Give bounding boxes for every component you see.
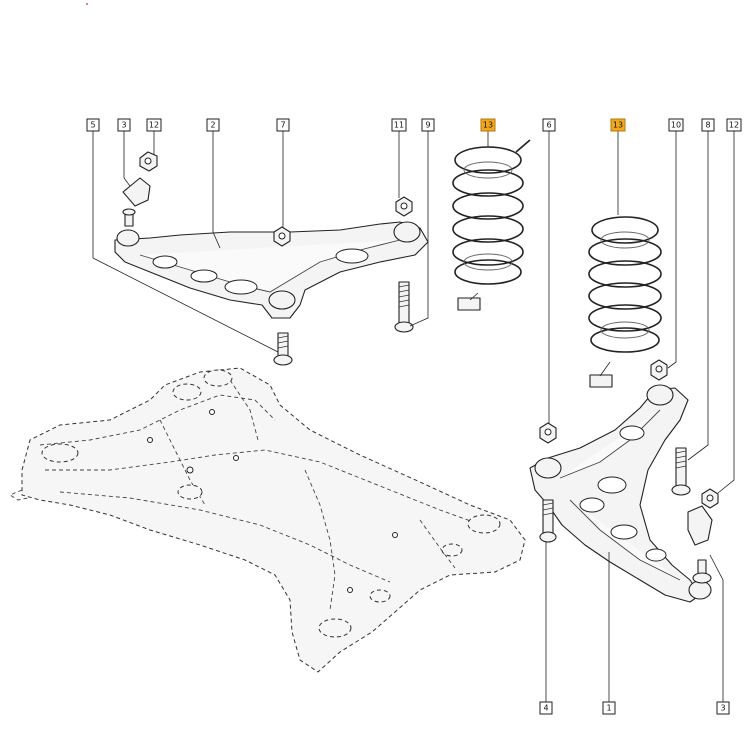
nut-right-wishbone-front xyxy=(539,422,557,444)
callout-label: 10 xyxy=(671,121,681,130)
callout-1: 1 xyxy=(602,701,616,715)
nut-right-top xyxy=(395,196,413,217)
bolt-right-front xyxy=(539,499,557,543)
bolt-left xyxy=(273,332,293,366)
callout-6: 6 xyxy=(542,118,556,132)
callout-label: 9 xyxy=(425,121,430,130)
callout-13-left: 13 xyxy=(480,118,496,132)
left-wishbone xyxy=(114,221,429,319)
callout-label: 7 xyxy=(280,121,285,130)
callout-label: 5 xyxy=(90,121,95,130)
callout-12-top-left: 12 xyxy=(146,118,162,132)
callout-5: 5 xyxy=(86,118,100,132)
callout-13-right: 13 xyxy=(610,118,626,132)
callout-label: 12 xyxy=(729,121,739,130)
callout-label: 13 xyxy=(483,121,493,130)
nut-right-wishbone-rear xyxy=(650,359,668,381)
subframe xyxy=(9,367,526,673)
callout-label: 11 xyxy=(394,121,404,130)
red-dot-mark xyxy=(86,3,88,5)
callout-12-top-right: 12 xyxy=(726,118,742,132)
nut-right-balljoint xyxy=(701,488,719,509)
callout-7: 7 xyxy=(276,118,290,132)
callout-label: 3 xyxy=(121,121,126,130)
callout-label: 8 xyxy=(705,121,710,130)
bolt-right-long xyxy=(394,281,414,333)
callout-2: 2 xyxy=(206,118,220,132)
callout-8: 8 xyxy=(701,118,715,132)
callout-label: 13 xyxy=(613,121,623,130)
callout-label: 4 xyxy=(543,704,548,713)
callout-10: 10 xyxy=(668,118,684,132)
callout-4: 4 xyxy=(539,701,553,715)
bolt-right-rear xyxy=(671,447,691,496)
coil-spring-right xyxy=(588,216,662,388)
leader-lines xyxy=(92,131,735,702)
nut-center xyxy=(273,226,291,247)
callout-9: 9 xyxy=(421,118,435,132)
nut-left xyxy=(139,151,158,172)
callout-label: 3 xyxy=(720,704,725,713)
callout-3-bottom: 3 xyxy=(716,701,730,715)
callout-label: 6 xyxy=(546,121,551,130)
callout-label: 1 xyxy=(606,704,611,713)
callout-label: 12 xyxy=(149,121,159,130)
ball-joint-left xyxy=(122,177,151,227)
callout-3-top: 3 xyxy=(117,118,131,132)
ball-joint-right xyxy=(687,505,713,584)
callout-11: 11 xyxy=(391,118,407,132)
callout-label: 2 xyxy=(210,121,215,130)
right-wishbone xyxy=(529,384,712,603)
coil-spring-left xyxy=(452,139,531,311)
